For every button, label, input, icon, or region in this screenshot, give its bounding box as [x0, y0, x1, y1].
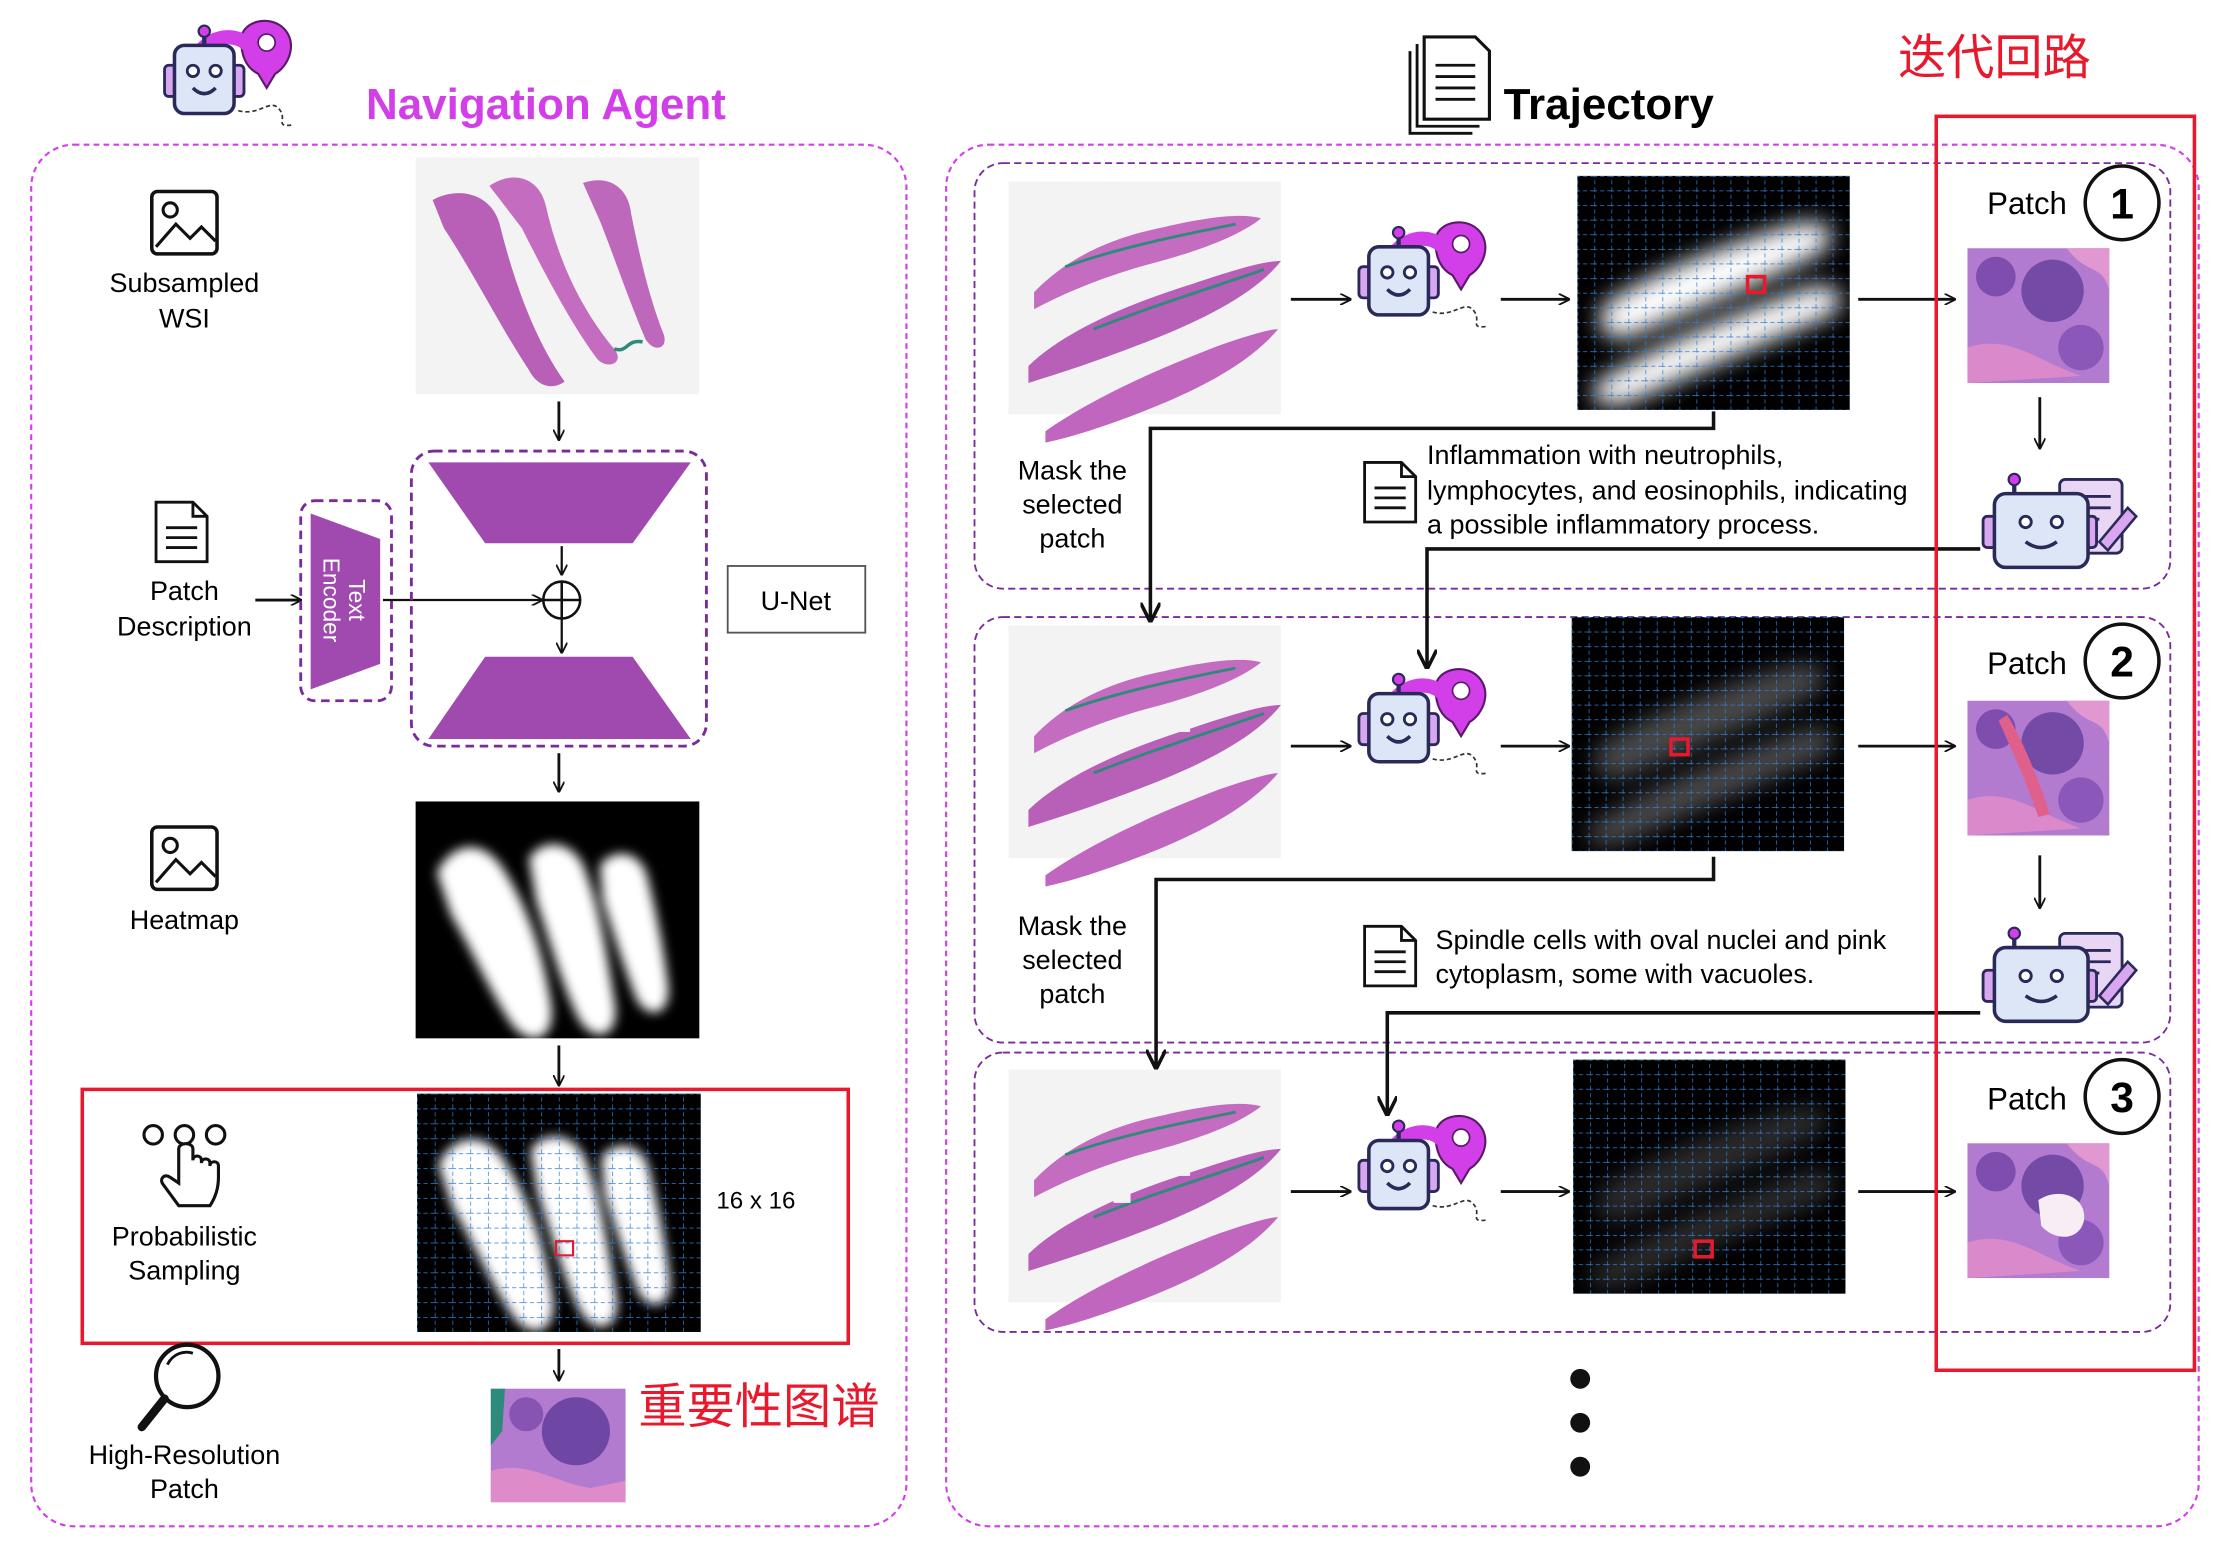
patch-label-2: Patch: [1987, 646, 2067, 681]
step-3-robot-agent-icon: [1359, 1116, 1488, 1221]
unet-label: U-Net: [761, 586, 832, 616]
document-icon: [1363, 924, 1418, 988]
patch-label-1: Patch: [1987, 186, 2067, 221]
trajectory-title: Trajectory: [1504, 80, 1715, 129]
description-1-line3: a possible inflammatory process.: [1427, 509, 1819, 539]
unet-label-box: [726, 565, 867, 634]
mask-text-1-line2: selected: [1022, 489, 1122, 519]
step-1-wsi-image: [1008, 181, 1283, 444]
step-3-grid-heatmap: [1573, 1059, 1846, 1294]
selected-cell-marker: [1693, 1239, 1714, 1259]
patch-3-image: [1967, 1143, 2110, 1279]
patch-description-label-line1: Patch: [150, 576, 219, 606]
description-connector-2: [1387, 1011, 1981, 1112]
text-encoder-label-line2: Encoder: [318, 558, 344, 643]
navigation-agent-title: Navigation Agent: [366, 80, 726, 129]
heatmap-label: Heatmap: [130, 905, 239, 935]
document-icon: [154, 500, 209, 564]
description-1-line2: lymphocytes, and eosinophils, indicating: [1427, 475, 1908, 505]
left-panel: Navigation Agent Subsampled WSI Patch De…: [30, 21, 908, 1528]
subsampled-wsi-label-line1: Subsampled: [110, 268, 260, 298]
patch-1-image: [1967, 248, 2110, 383]
step-number-2: 2: [2110, 639, 2134, 687]
sampling-grid-heatmap: [417, 1093, 701, 1332]
mask-text-2-line3: patch: [1039, 979, 1105, 1009]
mask-text-2-line1: Mask the: [1018, 911, 1127, 941]
right-panel: Trajectory 迭代回路 Patch 1 Inflammation wit…: [945, 31, 2200, 1528]
patch-2-image: [1967, 700, 2110, 836]
description-connector-1: [1427, 547, 1981, 665]
description-1-line1: Inflammation with neutrophils,: [1427, 440, 1783, 470]
grid-size-label: 16 x 16: [716, 1188, 795, 1215]
mask-text-2-line2: selected: [1022, 945, 1122, 975]
step-1-grid-heatmap: [1577, 175, 1850, 410]
sampling-highlight-box: [80, 1087, 851, 1346]
text-encoder-shape: [310, 513, 381, 690]
mask-connector-2: [1156, 856, 1716, 1066]
patch-description-label-line2: Description: [117, 611, 252, 641]
step-2-robot-agent-icon: [1359, 669, 1488, 774]
step-2-wsi-image: [1008, 625, 1283, 888]
magnifier-icon: [137, 1342, 221, 1432]
mask-connector-1: [1150, 411, 1716, 618]
selected-cell-marker: [1745, 274, 1767, 294]
continuation-dot: [1570, 1412, 1591, 1433]
iteration-loop-highlight-box: [1934, 114, 2197, 1373]
document-icon: [1363, 461, 1418, 524]
step-number-1: 1: [2110, 180, 2134, 228]
text-encoder-label-line1: Text: [344, 579, 370, 621]
step-number-3-badge: [2083, 1057, 2161, 1136]
step-2-grid-heatmap: [1571, 617, 1845, 852]
description-2-line1: Spindle cells with oval nuclei and pink: [1436, 925, 1887, 955]
subsampled-wsi-image: [415, 157, 700, 395]
selected-cell-marker: [1669, 737, 1690, 757]
heatmap-image: [415, 801, 700, 1039]
step-3-box: [973, 1051, 2172, 1333]
probabilistic-sampling-label-line1: Probabilistic: [112, 1221, 257, 1251]
patch-label-3: Patch: [1987, 1081, 2067, 1116]
image-icon: [150, 189, 219, 256]
step-1-box: [973, 162, 2172, 590]
importance-map-annotation: 重要性图谱: [638, 1380, 879, 1434]
continuation-dot: [1570, 1368, 1591, 1389]
step-1-robot-agent-icon: [1359, 222, 1488, 327]
robot-writing-icon: [1983, 474, 2136, 568]
description-2-line2: cytoplasm, some with vacuoles.: [1436, 959, 1815, 989]
probabilistic-sampling-label-line2: Sampling: [128, 1255, 240, 1285]
selected-cell-marker: [554, 1240, 575, 1257]
iteration-loop-annotation: 迭代回路: [1898, 31, 2091, 85]
subsampled-wsi-label-line2: WSI: [159, 304, 210, 334]
documents-stack-icon: [1408, 35, 1491, 135]
step-3-wsi-image: [1008, 1069, 1283, 1332]
unet-box: [409, 449, 708, 748]
high-res-patch-image: [490, 1388, 626, 1503]
step-number-2-badge: [2083, 622, 2161, 700]
mask-text-1-line3: patch: [1039, 524, 1105, 554]
unet-decoder-shape: [428, 656, 691, 740]
navigation-agent-robot-icon: [165, 21, 294, 126]
high-res-patch-label-line2: Patch: [150, 1474, 219, 1504]
pointer-sampling-icon: [142, 1124, 227, 1208]
high-res-patch-label-line1: High-Resolution: [89, 1440, 281, 1470]
image-icon: [150, 825, 219, 892]
mask-text-1-line1: Mask the: [1018, 455, 1127, 485]
robot-writing-icon: [1983, 928, 2136, 1022]
continuation-dot: [1570, 1456, 1591, 1477]
step-number-3: 3: [2110, 1074, 2134, 1122]
step-number-1-badge: [2083, 164, 2161, 242]
unet-encoder-shape: [428, 462, 691, 544]
